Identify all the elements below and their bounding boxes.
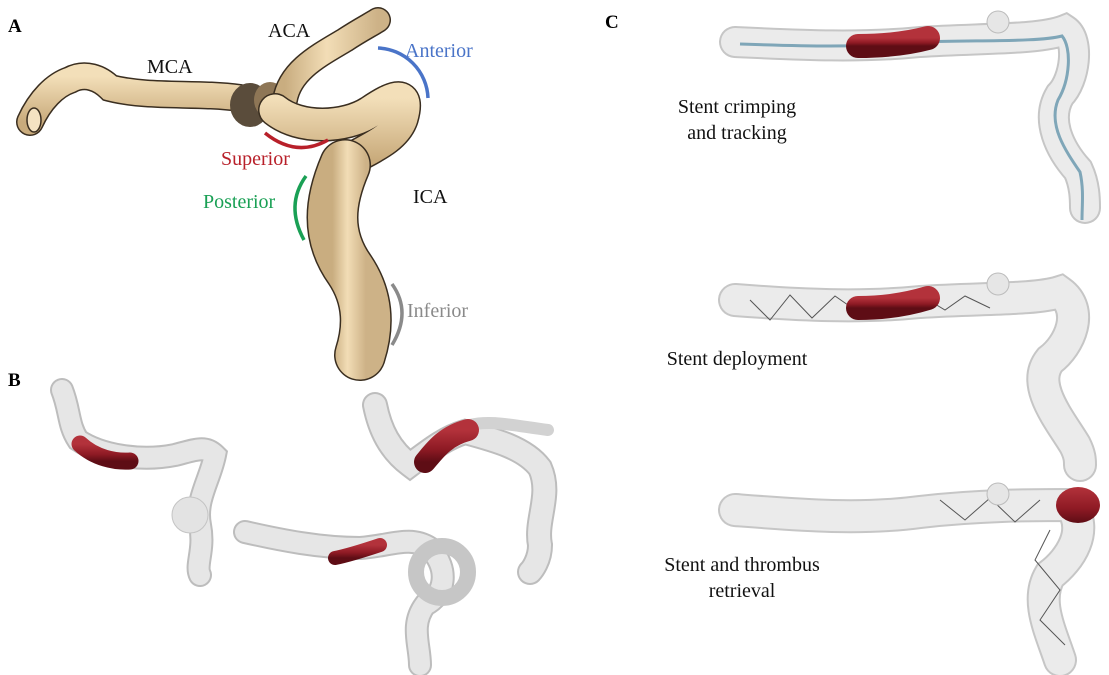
step-1-caption-line-1: Stent crimping <box>642 94 832 120</box>
posterior-label: Posterior <box>203 191 275 214</box>
step-3-caption: Stent and thrombus retrieval <box>642 552 842 604</box>
inferior-arc <box>392 284 402 345</box>
aca-label: ACA <box>268 20 310 43</box>
step-2-caption: Stent deployment <box>642 346 832 372</box>
inferior-label: Inferior <box>407 300 468 323</box>
step-3-caption-line-1: Stent and thrombus <box>642 552 842 578</box>
posterior-arc <box>295 176 306 240</box>
superior-label: Superior <box>221 148 290 171</box>
panel-b-model-1 <box>62 390 215 575</box>
panel-b-model-3 <box>245 532 468 665</box>
panel-a-vessel-model <box>27 20 404 355</box>
mca-label: MCA <box>147 56 193 79</box>
step-1-caption: Stent crimping and tracking <box>642 94 832 146</box>
ica-label: ICA <box>413 186 447 209</box>
step-1-caption-line-2: and tracking <box>642 120 832 146</box>
anterior-label: Anterior <box>405 40 473 63</box>
step-2-caption-line-1: Stent deployment <box>642 346 832 372</box>
step-3-caption-line-2: retrieval <box>642 578 842 604</box>
